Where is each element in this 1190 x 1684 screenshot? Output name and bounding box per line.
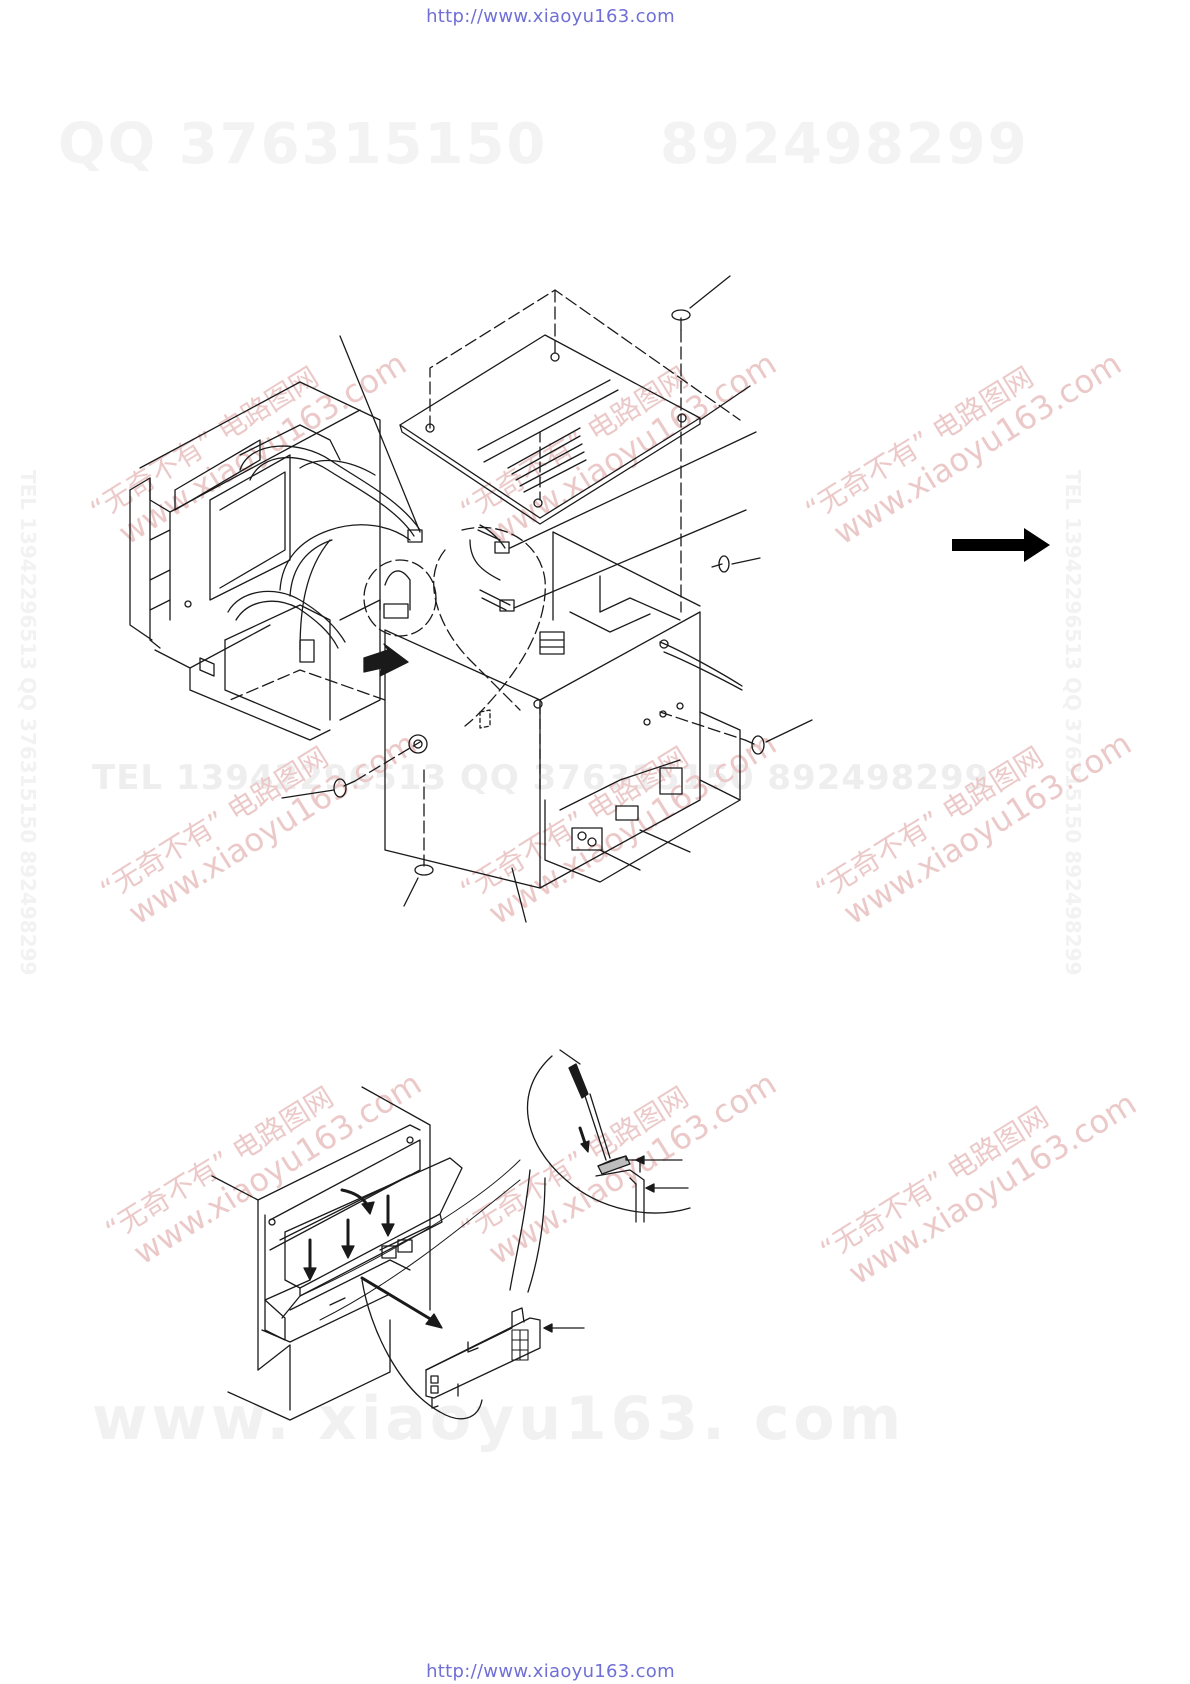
detail-magnifier [299, 1049, 691, 1321]
detail-section [595, 1155, 689, 1223]
pull-out-arrow [360, 1276, 443, 1329]
watermark-qq: QQ 376315150 [58, 112, 548, 177]
screw-icon [711, 555, 730, 573]
screw-icon [671, 309, 691, 613]
front-panel-cover [281, 1157, 463, 1319]
watermark-www: www. xiaoyu163. com [92, 1384, 906, 1454]
right-arrow-icon [952, 528, 1050, 562]
flat-cable [227, 445, 423, 663]
down-arrows [303, 1188, 395, 1281]
rear-box [229, 531, 743, 889]
exploded-view-diagram [129, 275, 813, 1421]
footer-url-link[interactable]: http://www.xiaoyu163.com [426, 1661, 675, 1682]
screwdriver-icon [568, 1063, 611, 1161]
screw-icon [659, 711, 765, 755]
front-chassis-left [129, 381, 381, 741]
connector-harness [363, 524, 546, 727]
removed-panel-part [361, 1279, 585, 1420]
top-cover-assembly [399, 289, 741, 525]
insert-direction-arrow [363, 643, 409, 677]
leader-lines [281, 275, 813, 923]
header-url-link[interactable]: http://www.xiaoyu163.com [426, 6, 675, 27]
watermark-qq-second: 892498299 [660, 112, 1029, 177]
lower-unit-body [211, 1086, 431, 1421]
screw-icon [333, 741, 421, 798]
